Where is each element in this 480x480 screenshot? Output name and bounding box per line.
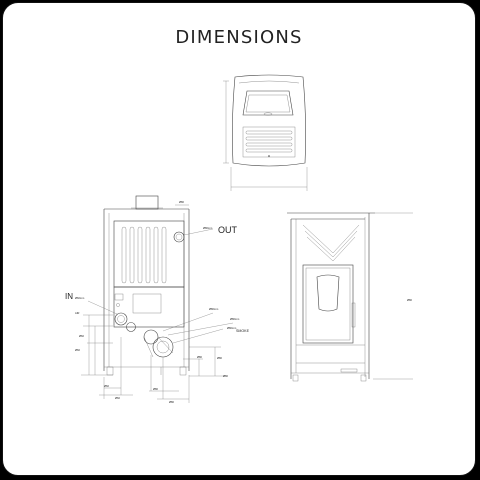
diagram-card: DIMENSIONS [2, 2, 476, 476]
svg-text:Ø80: Ø80 [407, 298, 412, 302]
grille-icon [242, 126, 296, 158]
top-vent-icon [242, 90, 294, 116]
svg-text:Ø60: Ø60 [75, 348, 80, 352]
in-port-icon [114, 312, 128, 326]
door-icon [302, 264, 354, 344]
glass-window-icon [316, 274, 340, 312]
svg-text:Ø60: Ø60 [104, 384, 109, 388]
page-title: DIMENSIONS [175, 27, 303, 48]
dimensions-drawing: Ø80mm Ø60mm Ø80mm Ø80mm Ø80mm [65, 74, 413, 404]
svg-text:Ø80: Ø80 [153, 387, 158, 391]
out-label: OUT [218, 225, 238, 235]
svg-text:Ø60mm: Ø60mm [75, 296, 84, 300]
top-handle-icon [135, 195, 159, 210]
side-view: Ø80 [287, 212, 413, 382]
svg-text:Ø80: Ø80 [169, 400, 174, 404]
svg-text:Ø80mm: Ø80mm [209, 307, 218, 311]
svg-text:AIR: AIR [75, 311, 79, 315]
smoke-label: SMOKE [236, 329, 250, 333]
svg-text:Ø80: Ø80 [197, 355, 202, 359]
svg-text:Ø60: Ø60 [79, 334, 84, 338]
svg-text:Ø60: Ø60 [115, 396, 120, 400]
svg-text:Ø80mm: Ø80mm [230, 317, 239, 321]
rear-view: Ø80mm Ø60mm Ø80mm Ø80mm Ø80mm [75, 195, 239, 404]
in-label: IN [65, 292, 73, 301]
top-view [223, 74, 308, 191]
svg-text:Ø80mm: Ø80mm [227, 326, 236, 330]
svg-text:Ø80mm: Ø80mm [203, 226, 212, 230]
svg-text:Ø80: Ø80 [223, 374, 228, 378]
svg-text:Ø80: Ø80 [179, 200, 184, 204]
out-port-icon [173, 231, 185, 243]
svg-text:Ø80: Ø80 [217, 356, 222, 360]
